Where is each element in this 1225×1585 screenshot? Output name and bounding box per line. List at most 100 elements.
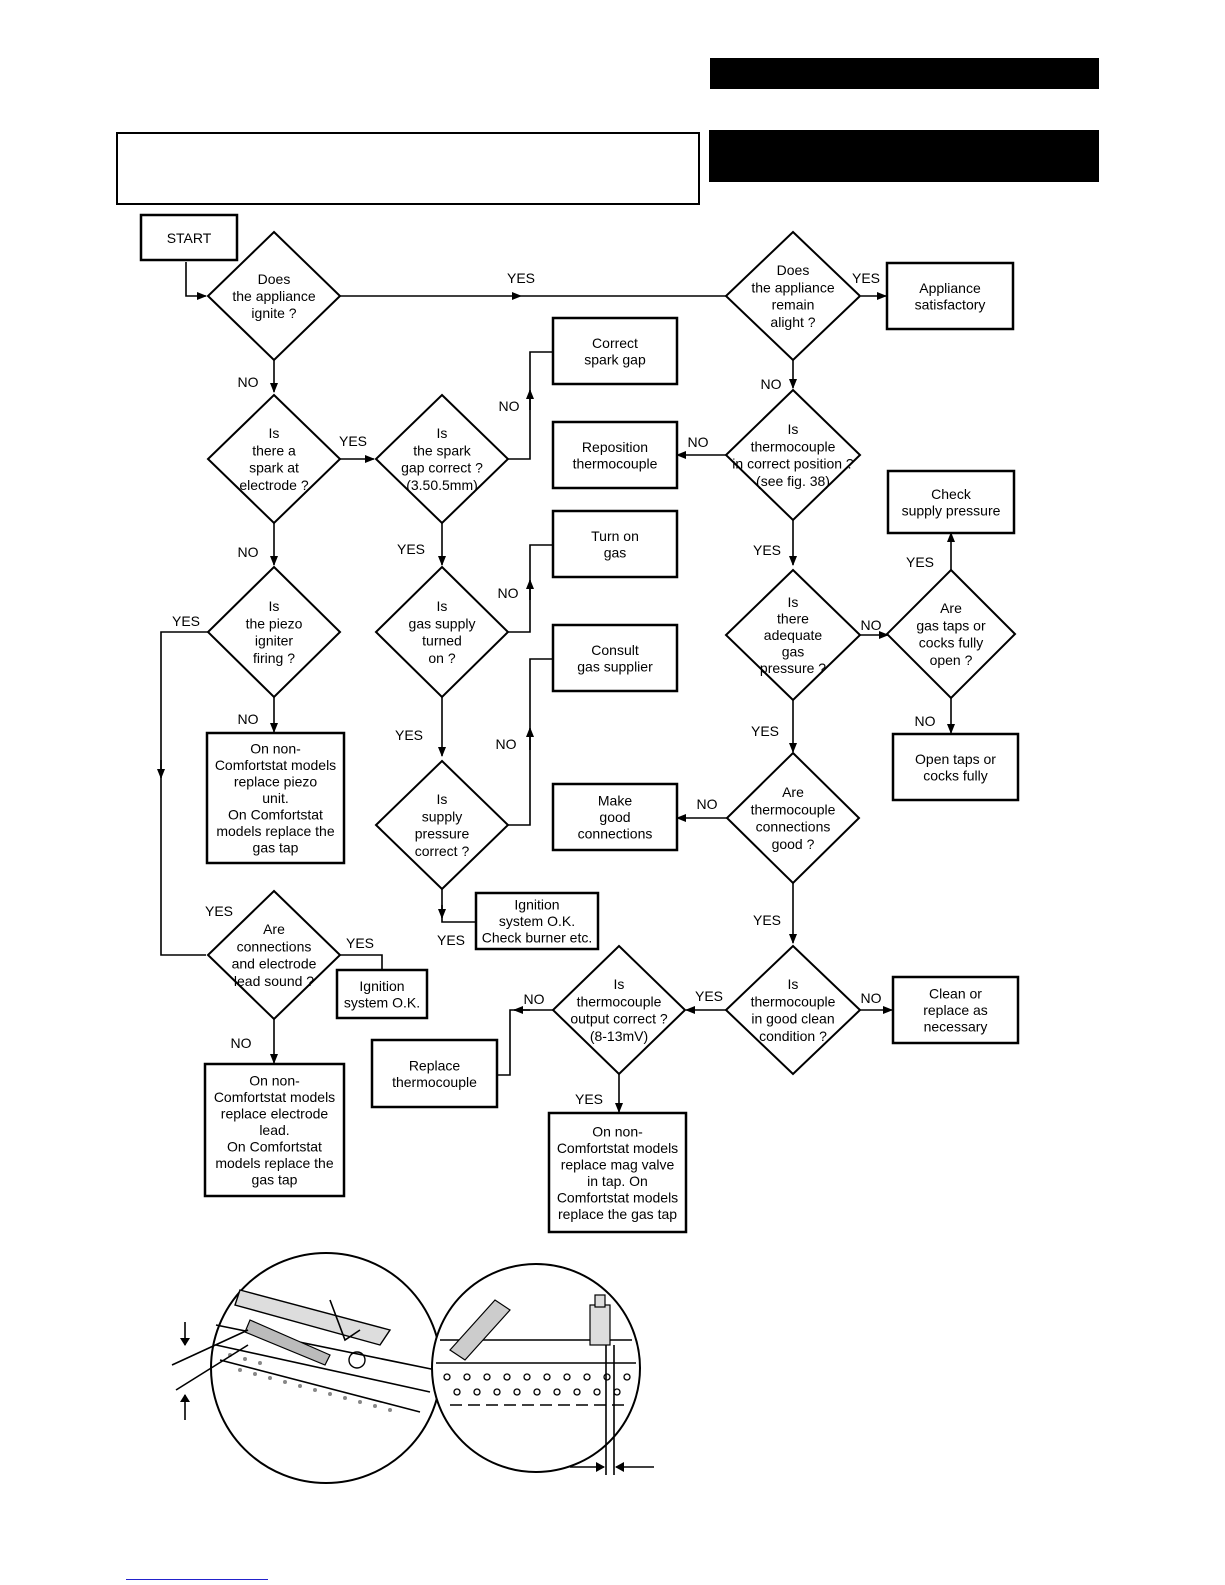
- q_tc_conn-line: thermocouple: [751, 801, 836, 817]
- q_ignite-line: ignite ?: [251, 305, 296, 321]
- q_adequate-line: Is: [788, 594, 799, 610]
- q_tc_output-line: thermocouple: [577, 993, 662, 1009]
- header-bar-top: [710, 58, 1099, 89]
- q_adequate-line: gas: [782, 644, 805, 660]
- q_taps-line: gas taps or: [916, 617, 986, 633]
- a_mag-line: On non-: [592, 1123, 643, 1139]
- q_gap-line: gap correct ?: [401, 460, 483, 476]
- header-bar-section: [709, 130, 1099, 182]
- a_correct_gap-line: Correct: [592, 335, 638, 351]
- q_gap-line: the spark: [413, 442, 472, 458]
- q_connections-line: and electrode: [232, 956, 317, 972]
- edge-label-no: NO: [697, 796, 718, 812]
- a_open_taps-line: cocks fully: [923, 767, 988, 783]
- edge-label-no: NO: [688, 434, 709, 450]
- edge-label-yes: YES: [397, 541, 425, 557]
- edge-label-yes: YES: [751, 723, 779, 739]
- q_spark-line: electrode ?: [239, 477, 308, 493]
- q_tc_conn-line: good ?: [772, 836, 815, 852]
- a_mag-line: Comfortstat models: [557, 1140, 678, 1156]
- q_gas_on-line: gas supply: [409, 615, 476, 631]
- a_replace_tc-line: Replace: [409, 1057, 461, 1073]
- a_clean-line: replace as: [923, 1002, 988, 1018]
- q_gas_on-line: Is: [437, 598, 448, 614]
- a_piezo-line: gas tap: [253, 840, 299, 856]
- line-conn-yes: [340, 954, 383, 970]
- edge-label-yes: YES: [437, 932, 465, 948]
- a_lead-line: Comfortstat models: [214, 1089, 335, 1105]
- a_make_conn-line: good: [599, 809, 630, 825]
- a_check_supply-line: Check: [931, 486, 972, 502]
- a_satisfactory-line: Appliance: [919, 280, 981, 296]
- a_turn_on-line: Turn on: [591, 528, 639, 544]
- q_piezo-line: Is: [269, 598, 280, 614]
- q_ignite-line: Does: [258, 271, 291, 287]
- edge-label-yes: YES: [695, 988, 723, 1004]
- edge-label-no: NO: [238, 711, 259, 727]
- q_gas_on-line: on ?: [428, 650, 455, 666]
- q_alight-line: alight ?: [770, 314, 815, 330]
- edge-label-yes: YES: [906, 554, 934, 570]
- q_spark-line: Is: [269, 425, 280, 441]
- edge-label-no: NO: [496, 736, 517, 752]
- q_tc_conn-line: Are: [782, 784, 804, 800]
- a_check_supply-line: supply pressure: [902, 502, 1001, 518]
- q_tc_clean-line: Is: [788, 976, 799, 992]
- edge-label-yes: YES: [346, 935, 374, 951]
- a_reposition-line: thermocouple: [573, 455, 658, 471]
- a_piezo-line: models replace the: [216, 823, 335, 839]
- svg-text:START: START: [167, 230, 212, 246]
- q_piezo-line: the piezo: [246, 615, 303, 631]
- a_mag-line: replace the gas tap: [558, 1206, 677, 1222]
- a_make_conn-line: connections: [578, 826, 653, 842]
- a_satisfactory-line: satisfactory: [915, 296, 986, 312]
- line-piezo-yes: [160, 631, 208, 956]
- q_connections-line: Are: [263, 921, 285, 937]
- q_adequate-line: pressure ?: [760, 660, 826, 676]
- q_supply_pressure-line: supply: [422, 808, 462, 824]
- a_make_conn-line: Make: [598, 793, 632, 809]
- a_ign_ok_burner-line: system O.K.: [499, 913, 575, 929]
- q_tc_conn-line: connections: [756, 819, 831, 835]
- edge-label-yes: YES: [753, 542, 781, 558]
- line-start-ignite: [185, 262, 207, 300]
- q_tc_clean-line: in good clean: [751, 1011, 834, 1027]
- edge-label-no: NO: [238, 544, 259, 560]
- edge-label-yes: YES: [395, 727, 423, 743]
- q_gap-line: (3.50.5mm): [406, 477, 478, 493]
- a_ign_ok-line: Ignition: [359, 978, 404, 994]
- a_consult-line: gas supplier: [577, 658, 653, 674]
- q_gap-line: Is: [437, 425, 448, 441]
- a_mag-line: Comfortstat models: [557, 1189, 678, 1205]
- a_turn_on-line: gas: [604, 544, 627, 560]
- a_correct_gap-line: spark gap: [584, 351, 646, 367]
- q_piezo-line: igniter: [255, 633, 293, 649]
- footer-link-underline[interactable]: [126, 1579, 268, 1580]
- a_lead-line: models replace the: [215, 1155, 334, 1171]
- connectors: [157, 262, 955, 1113]
- edge-label-no: NO: [861, 990, 882, 1006]
- edge-label-yes: YES: [172, 613, 200, 629]
- a_mag-line: in tap. On: [587, 1173, 648, 1189]
- q_alight-line: remain: [772, 297, 815, 313]
- a_piezo-line: replace piezo: [234, 774, 317, 790]
- edge-label-no: NO: [524, 991, 545, 1007]
- a_reposition-line: Reposition: [582, 439, 648, 455]
